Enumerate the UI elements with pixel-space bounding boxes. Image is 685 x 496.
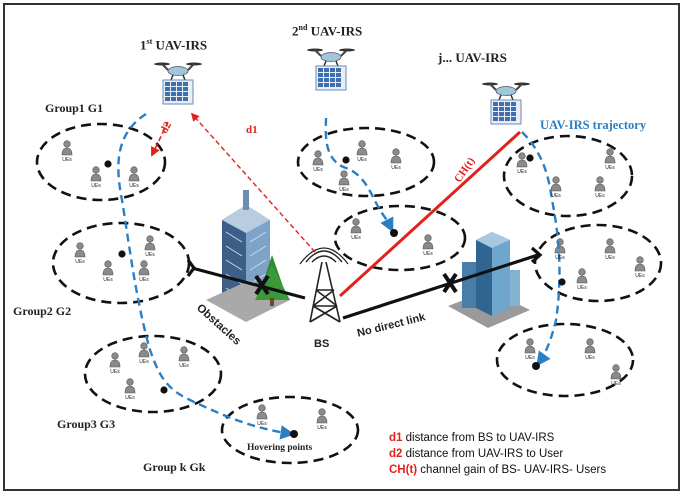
legend-d2: d2 distance from UAV-IRS to User	[389, 448, 564, 460]
right-building	[448, 232, 530, 328]
channel-gain-line	[338, 130, 522, 298]
hovering-points	[104, 154, 566, 438]
trajectory-label: UAV-IRS trajectory	[540, 118, 647, 132]
group-g2-label: Group2 G2	[13, 304, 72, 318]
blocked-links	[191, 253, 539, 320]
group-g2-ellipse	[51, 221, 191, 305]
ue-label: UEs	[179, 363, 189, 369]
d1-label: d1	[246, 124, 258, 136]
uav-irs-j-icon	[481, 81, 531, 125]
ue-label: UEs	[611, 381, 621, 387]
group-j-top-ellipse	[502, 134, 634, 218]
ue-label: UEs	[75, 259, 85, 265]
bs-tower	[299, 247, 349, 323]
ue-label: UEs	[551, 193, 561, 199]
group-g1-label: Group1 G1	[45, 101, 104, 115]
uav-title-1: 1st UAV-IRS	[140, 37, 208, 53]
group-2nd-top-ellipse	[296, 126, 436, 198]
uav-title-2: 2nd UAV-IRS	[292, 23, 363, 39]
group-g3-ellipse	[83, 334, 223, 414]
ue-label: UEs	[139, 277, 149, 283]
ue-label: UEs	[145, 252, 155, 258]
ue-label: UEs	[585, 355, 595, 361]
figure-frame	[3, 3, 680, 491]
ue-label: UEs	[313, 167, 323, 173]
ue-label: UEs	[351, 235, 361, 241]
group-2nd-bottom-ellipse	[333, 204, 467, 272]
uav-title-j: j... UAV-IRS	[438, 50, 507, 65]
ue-label: UEs	[595, 193, 605, 199]
ue-label: UEs	[577, 285, 587, 291]
ue-label: UEs	[139, 359, 149, 365]
group-gk-ellipse	[220, 395, 360, 465]
legend-ch: CH(t) channel gain of BS- UAV-IRS- Users	[389, 464, 607, 476]
group-gk-label: Group k Gk	[143, 460, 206, 474]
group-g1-ellipse	[35, 122, 167, 202]
group-j-bottom-ellipse	[495, 322, 635, 398]
trajectory-1	[117, 112, 295, 440]
ue-label: UEs	[129, 183, 139, 189]
trajectory-j	[521, 131, 561, 367]
d1-link	[190, 112, 316, 253]
uav-irs-1-icon	[153, 61, 203, 105]
ue-label: UEs	[423, 251, 433, 257]
legend-d1: d1 distance from BS to UAV-IRS	[389, 432, 555, 444]
ue-label: UEs	[357, 157, 367, 163]
ue-label: UEs	[555, 255, 565, 261]
ue-label: UEs	[605, 165, 615, 171]
group-g3-label: Group3 G3	[57, 417, 116, 431]
ue-label: UEs	[391, 165, 401, 171]
group-j-mid-ellipse	[533, 223, 663, 303]
ue-label: UEs	[110, 369, 120, 375]
ue-label: UEs	[605, 255, 615, 261]
ue-label: UEs	[517, 169, 527, 175]
blocked-x-marks	[254, 272, 458, 296]
ue-label: UEs	[125, 395, 135, 401]
ue-label: UEs	[317, 425, 327, 431]
d2-link	[151, 121, 169, 157]
hovering-points-label: Hovering points	[247, 443, 313, 453]
ue-label: UEs	[103, 277, 113, 283]
ue-label: UEs	[91, 183, 101, 189]
ue-label: UEs	[635, 273, 645, 279]
ue-label: UEs	[339, 187, 349, 193]
ue-label: UEs	[62, 157, 72, 163]
bs-label: BS	[314, 338, 330, 350]
ue-label: UEs	[257, 421, 267, 427]
ue-label: UEs	[525, 355, 535, 361]
uav-irs-2-icon	[306, 47, 356, 91]
